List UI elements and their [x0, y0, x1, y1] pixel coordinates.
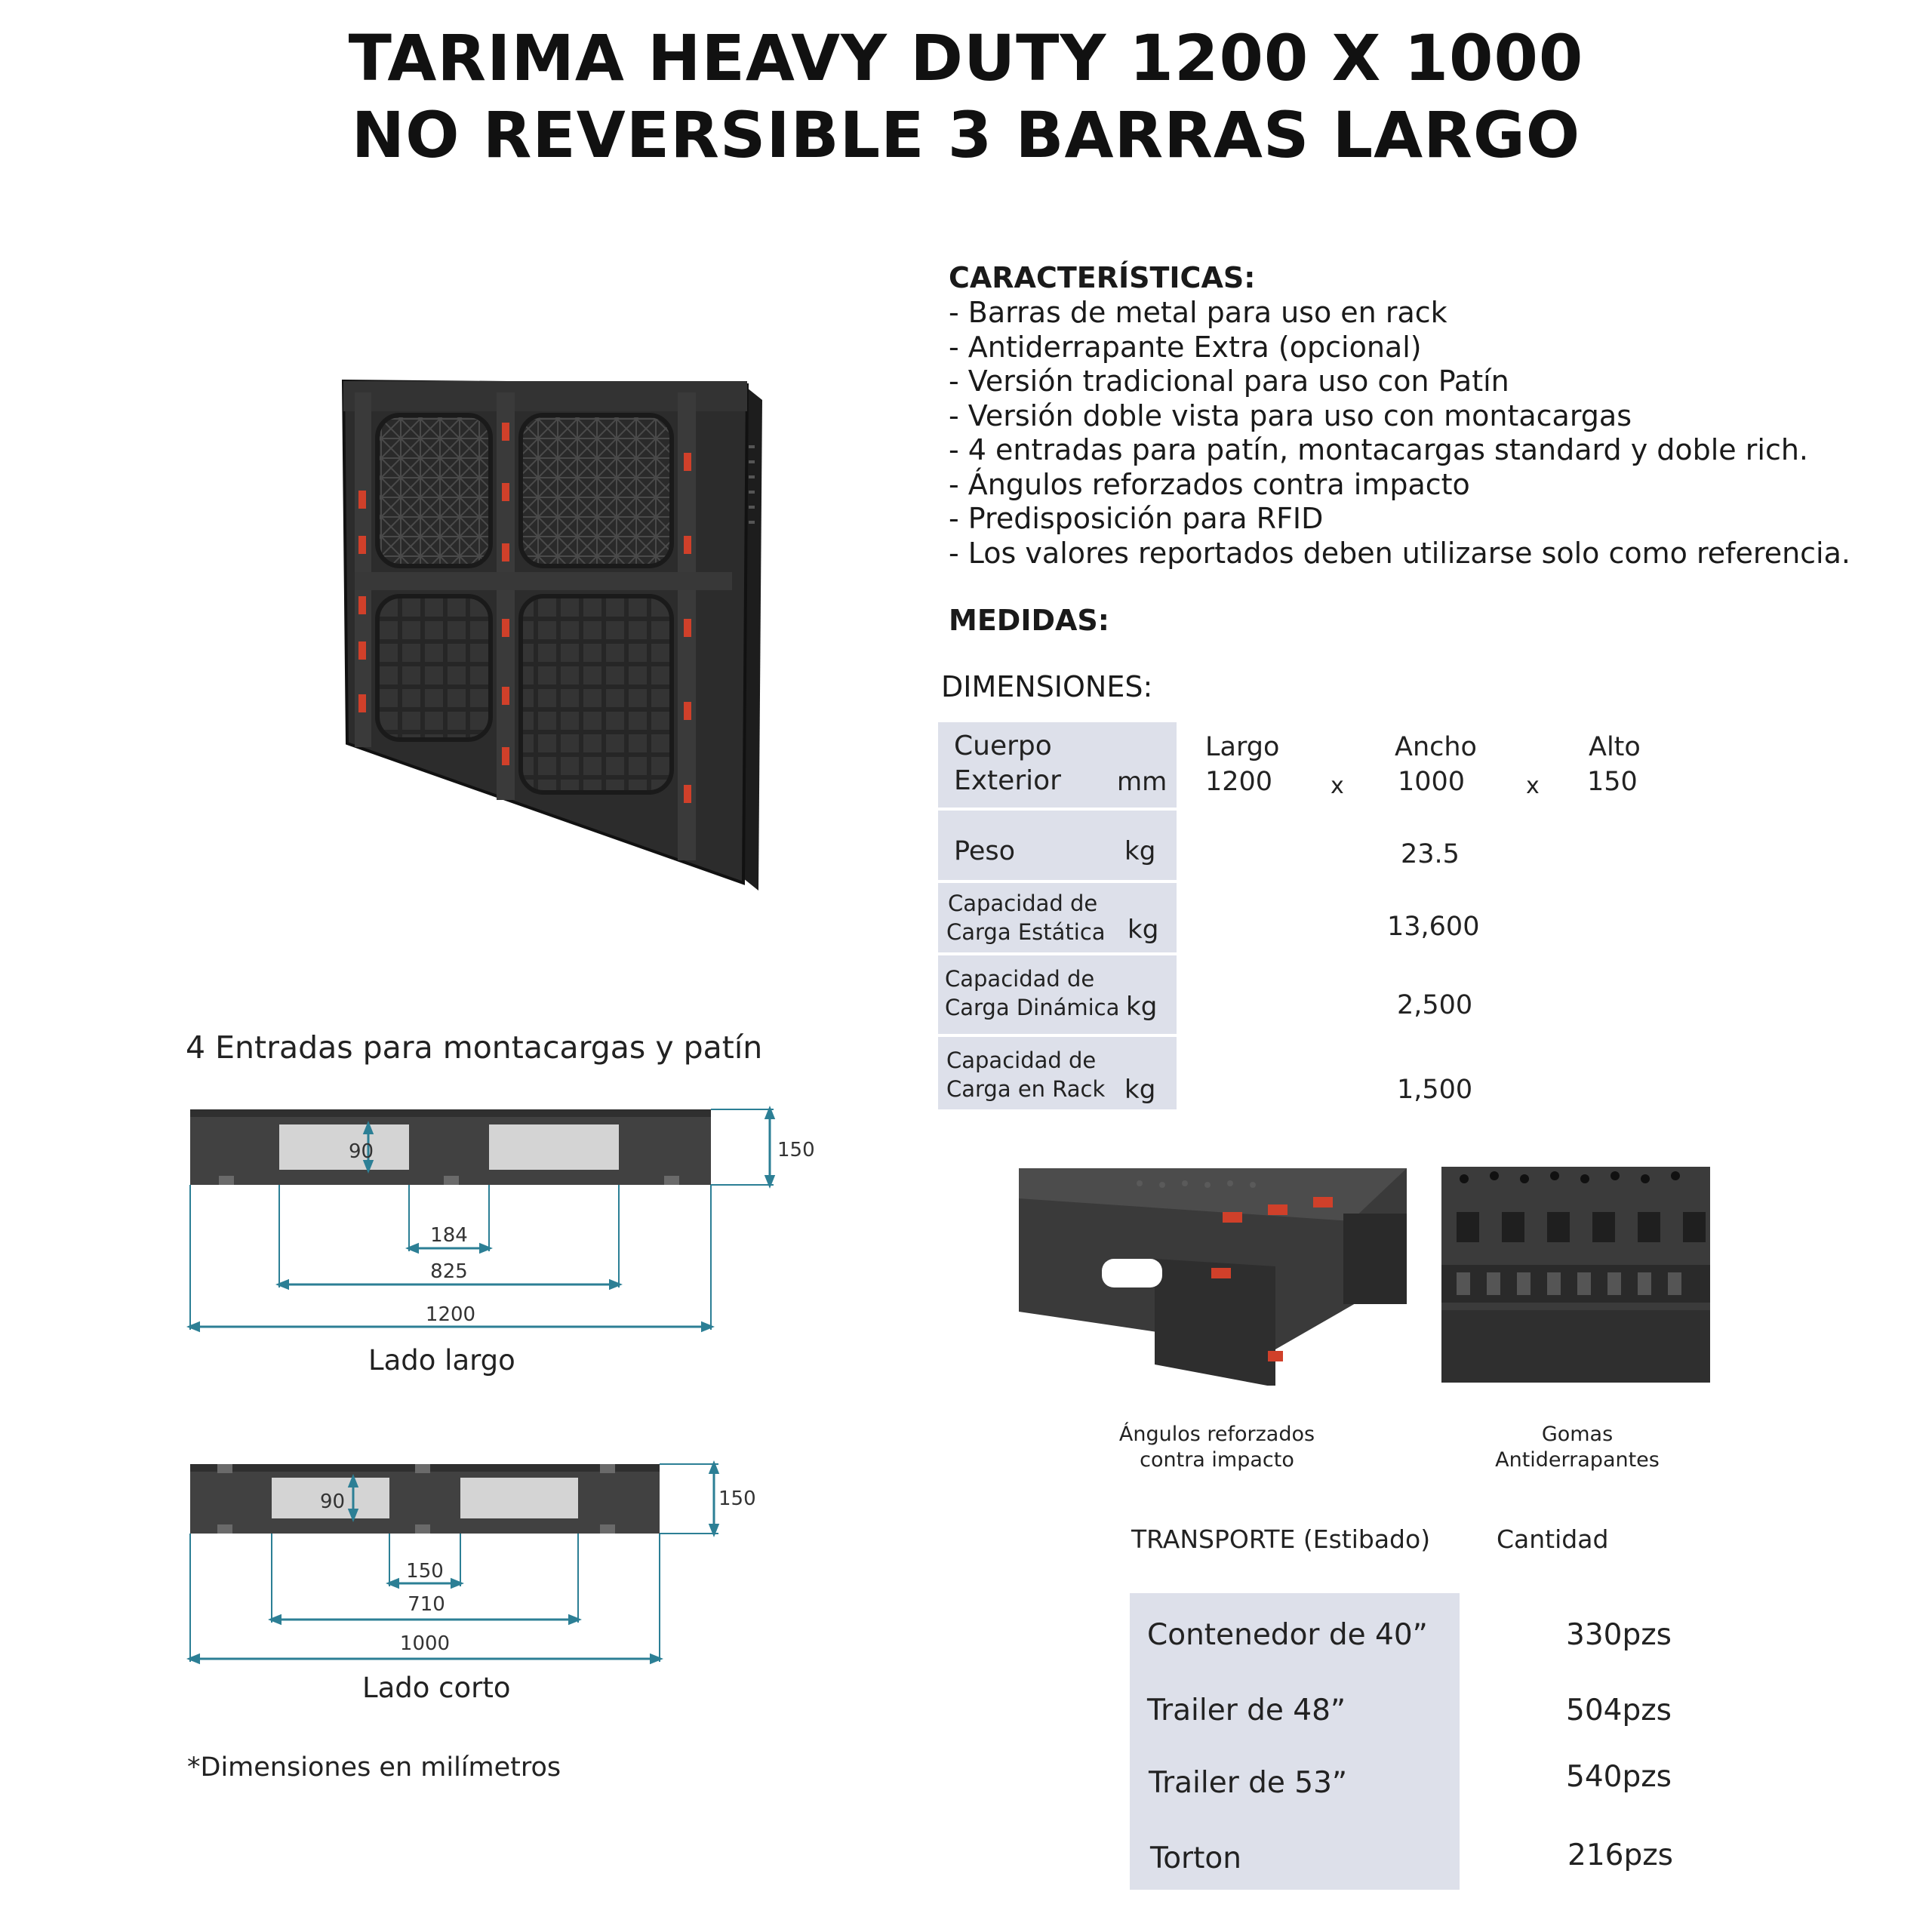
transport-qty-heading: Cantidad	[1497, 1524, 1609, 1554]
title-line-1: TARIMA HEAVY DUTY 1200 X 1000	[348, 21, 1584, 95]
spec-outer-unit: mm	[1117, 767, 1168, 797]
spec-cell-dinamica	[938, 955, 1177, 1034]
largo-entry-h: 90	[349, 1140, 374, 1163]
feature-item: - Ángulos reforzados contra impacto	[949, 467, 1470, 501]
spec-estatica-value: 13,600	[1387, 912, 1480, 942]
corto-height: 150	[718, 1487, 756, 1510]
dim-sep-1: x	[1331, 773, 1344, 799]
pallet-side-largo	[190, 1109, 711, 1185]
feature-item: - Versión tradicional para uso con Patín	[949, 365, 1509, 398]
lado-largo-caption: Lado largo	[368, 1344, 515, 1377]
transport-heading: TRANSPORTE (Estibado)	[1131, 1524, 1431, 1554]
transport-row-label: Trailer de 53”	[1149, 1766, 1348, 1800]
alto-label: Alto	[1589, 732, 1641, 762]
photo-caption-1: Ángulos reforzados contra impacto	[1118, 1423, 1315, 1472]
transport-row-label: Trailer de 48”	[1147, 1694, 1346, 1727]
dimensiones-heading: DIMENSIONES:	[941, 670, 1153, 703]
spec-cell-estatica	[938, 883, 1177, 952]
entry-right	[460, 1478, 578, 1518]
spec-cell-outer	[938, 722, 1177, 808]
lado-corto-caption: Lado corto	[362, 1672, 511, 1704]
transport-row-qty: 504pzs	[1566, 1694, 1672, 1727]
entry-right	[489, 1124, 619, 1170]
spec-dinamica-value: 2,500	[1397, 990, 1473, 1020]
transport-row-label: Torton	[1150, 1841, 1241, 1875]
spec-rack-value: 1,500	[1397, 1075, 1473, 1105]
medidas-heading: MEDIDAS:	[949, 604, 1109, 637]
pallet-side-corto	[190, 1464, 660, 1534]
ancho-label: Ancho	[1395, 732, 1477, 762]
corto-gap: 150	[406, 1560, 444, 1583]
transport-row-qty: 216pzs	[1567, 1838, 1673, 1872]
spec-dinamica-label-2: Carga Dinámica	[945, 995, 1120, 1020]
entry-left	[272, 1478, 389, 1518]
lado-largo-diagram: 90 150 184 825 1200	[186, 1106, 815, 1333]
title-line-2: NO REVERSIBLE 3 BARRAS LARGO	[351, 98, 1581, 172]
transport-row-label: Contenedor de 40”	[1147, 1618, 1428, 1652]
ancho-value: 1000	[1398, 767, 1466, 797]
largo-value: 1200	[1205, 767, 1273, 797]
entradas-heading: 4 Entradas para montacargas y patín	[186, 1029, 763, 1066]
features-heading: CARACTERÍSTICAS:	[949, 261, 1256, 294]
spec-cell-rack	[938, 1037, 1177, 1109]
spec-peso-label: Peso	[954, 836, 1016, 866]
spec-peso-value: 23.5	[1401, 839, 1460, 869]
entry-left	[279, 1124, 409, 1170]
reinforced-corners-photo	[1019, 1168, 1407, 1386]
spec-outer-label-1: Cuerpo	[954, 731, 1052, 761]
corto-span: 710	[408, 1593, 445, 1616]
lado-corto-diagram: 90 150 150 710 1000	[186, 1460, 756, 1665]
transport-table-bg	[1130, 1593, 1460, 1890]
feature-item: - Barras de metal para uso en rack	[949, 296, 1447, 329]
feature-item: - 4 entradas para patín, montacargas sta…	[949, 433, 1808, 466]
spec-dinamica-label-1: Capacidad de	[945, 966, 1095, 992]
spec-estatica-label-2: Carga Estática	[946, 919, 1106, 945]
spec-outer-label-2: Exterior	[954, 765, 1061, 796]
feature-item: - Predisposición para RFID	[949, 502, 1324, 535]
feature-item: - Versión doble vista para uso con monta…	[949, 398, 1632, 432]
spec-dinamica-unit: kg	[1126, 992, 1158, 1022]
anti-slip-photo	[1441, 1167, 1710, 1383]
largo-span: 825	[430, 1260, 468, 1283]
spec-rack-label-1: Capacidad de	[946, 1048, 1097, 1073]
feature-item: - Los valores reportados deben utilizars…	[949, 536, 1850, 570]
dimensiones-note: *Dimensiones en milímetros	[187, 1752, 561, 1783]
alto-value: 150	[1587, 767, 1638, 797]
spec-rack-unit: kg	[1124, 1075, 1156, 1105]
feature-item: - Antiderrapante Extra (opcional)	[949, 330, 1422, 364]
pallet-product-image	[341, 379, 762, 891]
largo-total: 1200	[426, 1303, 475, 1326]
spec-cell-peso	[938, 811, 1177, 880]
spec-peso-unit: kg	[1124, 836, 1156, 866]
largo-gap: 184	[430, 1224, 468, 1247]
dim-sep-2: x	[1526, 773, 1540, 799]
largo-height: 150	[777, 1139, 815, 1161]
corto-total: 1000	[400, 1632, 450, 1655]
largo-label: Largo	[1205, 732, 1280, 762]
corto-entry-h: 90	[320, 1491, 345, 1513]
spec-estatica-label-1: Capacidad de	[948, 891, 1098, 916]
spec-estatica-unit: kg	[1128, 915, 1159, 945]
spec-rack-label-2: Carga en Rack	[946, 1076, 1106, 1102]
photo-caption-2: Gomas Antiderrapantes	[1495, 1423, 1660, 1472]
transport-row-qty: 330pzs	[1566, 1618, 1672, 1652]
features-list: - Barras de metal para uso en rack - Ant…	[949, 296, 1850, 571]
transport-row-qty: 540pzs	[1566, 1760, 1672, 1794]
